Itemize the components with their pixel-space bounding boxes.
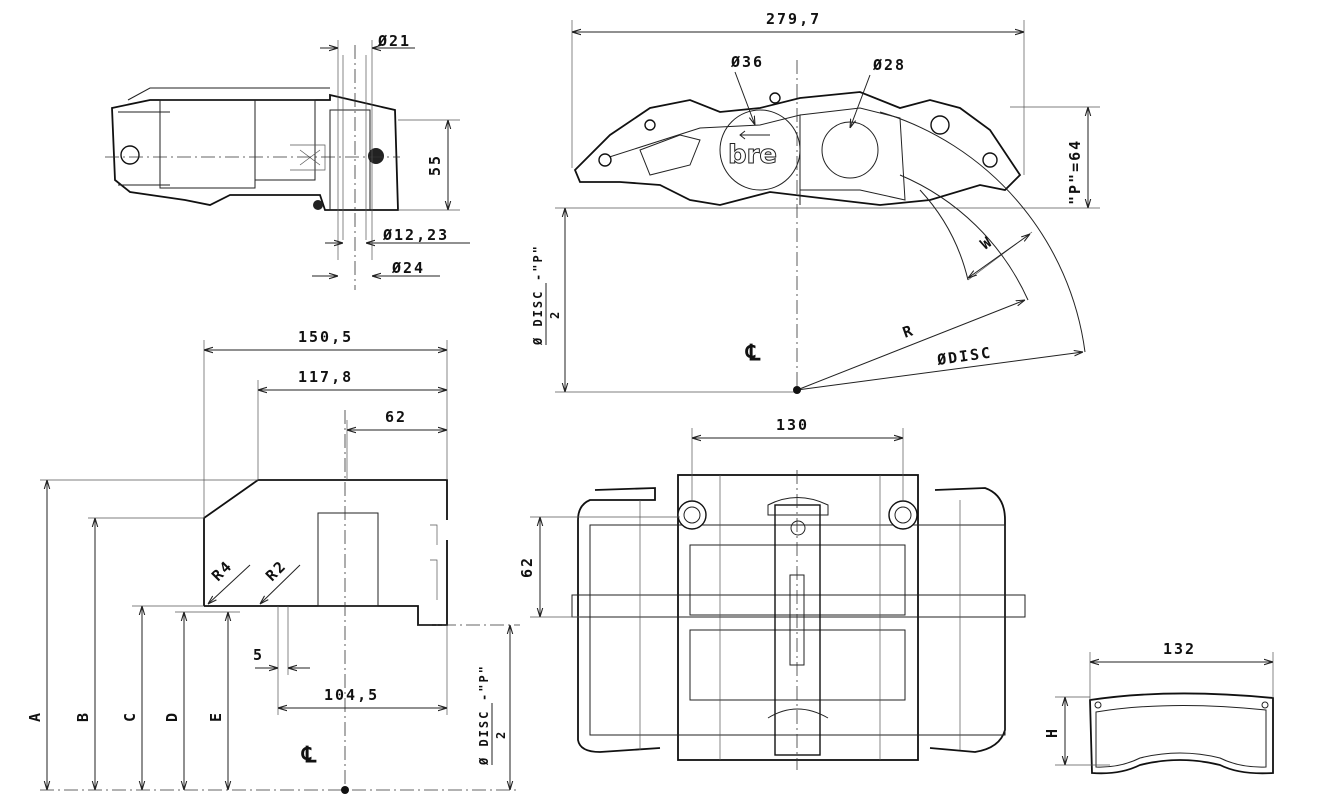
dim-117-8: 117,8 <box>298 368 353 386</box>
disc-half-suffix: -"P" <box>531 244 545 281</box>
label-h: H <box>1043 727 1061 738</box>
disc-half-denominator: 2 <box>548 310 562 319</box>
centre-line-symbol: ℄ <box>301 743 318 768</box>
disc-half-suffix: -"P" <box>477 664 491 701</box>
dim-150-5: 150,5 <box>298 328 353 346</box>
dim-p-64: "P"=64 <box>1066 139 1084 205</box>
profile-view: 150,5 117,8 62 R4 R2 5 104,5 A B C D E Ø… <box>26 328 520 794</box>
dim-height-55: 55 <box>426 154 444 176</box>
arrow-icon <box>739 130 770 140</box>
dim-width-279-7: 279,7 <box>766 10 821 28</box>
disc-half-numerator: Ø DISC <box>477 710 491 766</box>
label-c: C <box>121 711 139 722</box>
dim-dia-12-23: Ø12,23 <box>382 226 449 244</box>
label-b: B <box>74 711 92 722</box>
label-e: E <box>207 711 225 722</box>
dim-62-front: 62 <box>518 556 536 578</box>
top-view: bre 279,7 Ø36 Ø28 "P"=64 Ø DISC 2 -"P" <box>531 10 1100 394</box>
label-a: A <box>26 711 44 722</box>
dim-5: 5 <box>253 646 264 664</box>
dim-dia-21: Ø21 <box>377 32 411 50</box>
disc-half-numerator: Ø DISC <box>531 290 545 346</box>
radius-r2: R2 <box>262 556 290 584</box>
centre-point <box>793 386 801 394</box>
dim-104-5: 104,5 <box>324 686 379 704</box>
brand-logo: bre <box>728 140 777 170</box>
dim-dia-28: Ø28 <box>872 56 906 74</box>
dim-132: 132 <box>1163 640 1196 658</box>
pad-view: 132 H <box>1043 640 1274 775</box>
label-r: R <box>900 321 917 342</box>
label-d: D <box>163 711 181 722</box>
dim-130: 130 <box>776 416 809 434</box>
radius-r4: R4 <box>208 556 236 584</box>
dim-62: 62 <box>385 408 407 426</box>
dim-dia-24: Ø24 <box>391 259 425 277</box>
dim-dia-36: Ø36 <box>730 53 764 71</box>
front-view: 130 62 <box>518 416 1026 770</box>
disc-half-denominator: 2 <box>494 730 508 739</box>
centre-line-symbol: ℄ <box>745 341 762 366</box>
label-w: W <box>977 232 996 253</box>
side-view: Ø21 55 Ø12,23 Ø24 <box>105 32 470 290</box>
centre-point <box>341 786 349 794</box>
